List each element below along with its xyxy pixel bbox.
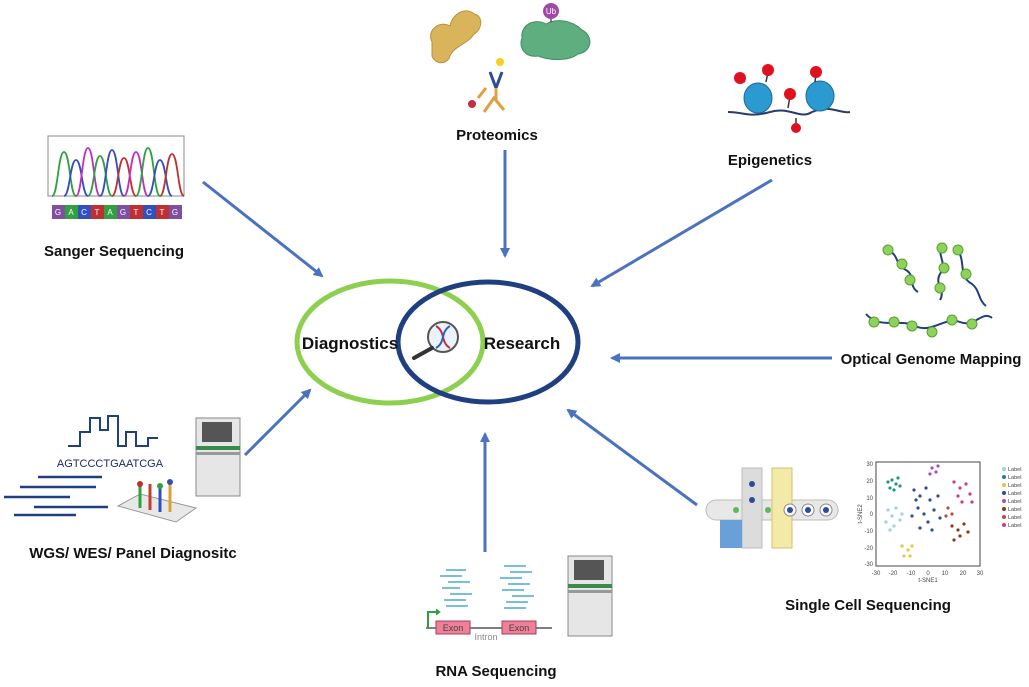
research-circle: [395, 279, 581, 405]
coverage-trace-icon: [68, 415, 158, 447]
diagnostics-circle: [294, 278, 486, 406]
nucleosome-icon: [727, 64, 851, 133]
x-tick-5: 20: [960, 571, 967, 577]
y-tick-2: 10: [866, 496, 873, 502]
venn-diagram: Diagnostics Research: [294, 278, 581, 406]
legend-1: Label: [1008, 475, 1021, 481]
arrow-epigenetics: [590, 178, 773, 288]
x-tick-0: -30: [872, 571, 881, 577]
antibody-icon: [468, 58, 506, 113]
legend-4: Label: [1008, 499, 1021, 505]
base-1: A: [68, 208, 74, 217]
ub-text: Ub: [546, 7, 557, 16]
tsne-y-ticks: 30 20 10 0 -10 -20 -30: [864, 462, 873, 568]
base-2: C: [81, 208, 87, 217]
y-tick-4: -10: [864, 529, 873, 535]
tsne-legend: Label Label Label Label Label Label Labe…: [1002, 467, 1021, 529]
exon-2-text: Exon: [509, 623, 530, 633]
dna-strands-icon: [865, 243, 993, 329]
exon-1: [435, 620, 471, 635]
base-9: G: [172, 208, 178, 217]
arrow-scs: [566, 408, 698, 507]
scs-label: Single Cell Sequencing: [785, 597, 951, 614]
tsne-x-ticks: -30 -20 -10 0 10 20 30: [872, 571, 984, 577]
intron-text: Intron: [474, 632, 497, 642]
legend-2: Label: [1008, 483, 1021, 489]
wgs-group: AGTCCCTGAATCGA WGS/ WES/ Panel Diagnosit…: [4, 415, 241, 562]
legend-5: Label: [1008, 507, 1021, 513]
tsne-frame: [875, 461, 981, 567]
legend-6: Label: [1008, 515, 1021, 521]
rna-label: RNA Sequencing: [435, 663, 556, 680]
y-tick-5: -20: [864, 546, 873, 552]
diagnostics-label: Diagnostics: [302, 334, 398, 353]
base-6: T: [134, 208, 139, 217]
rna-sequencer-icon: [567, 555, 613, 637]
microfluidic-icon: [705, 467, 839, 549]
tsne-plot: -30 -20 -10 0 10 20 30 30 20 10 0 -10 -2…: [858, 461, 1021, 584]
x-tick-6: 30: [977, 571, 984, 577]
base-0: G: [55, 208, 61, 217]
sequencer-machine-icon: [195, 417, 241, 497]
arrows: [202, 150, 832, 552]
y-tick-1: 20: [866, 479, 873, 485]
ogm-group: Optical Genome Mapping: [841, 242, 1022, 368]
epigenetics-group: Epigenetics: [727, 64, 851, 169]
proteomics-label: Proteomics: [456, 127, 538, 144]
tsne-clusters: [884, 464, 974, 558]
base-4: A: [107, 208, 113, 217]
arrow-sanger: [202, 180, 324, 278]
epigenetics-label: Epigenetics: [728, 152, 812, 169]
x-tick-4: 10: [942, 571, 949, 577]
scs-group: -30 -20 -10 0 10 20 30 30 20 10 0 -10 -2…: [705, 461, 1021, 614]
protein-icon: [430, 10, 482, 64]
y-tick-0: 30: [866, 462, 873, 468]
base-8: T: [160, 208, 165, 217]
reads-lines-icon: [4, 475, 108, 517]
base-7: C: [146, 208, 152, 217]
exon-1-text: Exon: [443, 623, 464, 633]
research-label: Research: [484, 334, 561, 353]
chromatogram-icon: [51, 147, 185, 197]
sequence-blocks: G A C T A G T C T G: [52, 205, 182, 219]
tss-arrow-icon: [427, 611, 438, 628]
proteomics-group: Ub Proteomics: [430, 3, 591, 144]
sanger-label: Sanger Sequencing: [44, 243, 184, 260]
x-axis-label: t-SNE1: [918, 578, 938, 584]
base-5: G: [120, 208, 126, 217]
sanger-group: G A C T A G T C T G Sanger Sequencing: [44, 135, 185, 260]
y-tick-6: -30: [864, 562, 873, 568]
base-3: T: [95, 208, 100, 217]
y-axis-label: t-SNE2: [858, 504, 864, 524]
ubiquitinated-protein-icon: Ub: [520, 3, 591, 60]
rna-reads-icon: [440, 565, 534, 609]
x-tick-3: 0: [926, 571, 930, 577]
ogm-label: Optical Genome Mapping: [841, 351, 1022, 368]
legend-3: Label: [1008, 491, 1021, 497]
wgs-label: WGS/ WES/ Panel Diagnositc: [29, 545, 237, 562]
label-dots: [868, 242, 978, 338]
x-tick-1: -20: [889, 571, 898, 577]
legend-0: Label: [1008, 467, 1021, 473]
x-tick-2: -10: [907, 571, 916, 577]
wgs-sequence: AGTCCCTGAATCGA: [57, 458, 164, 470]
exon-2: [501, 620, 537, 635]
magnifier-dna-icon: [412, 321, 459, 360]
rna-group: Exon Intron Exon RNA Sequencing: [426, 555, 613, 680]
arrow-wgs: [243, 388, 312, 457]
flowcell-icon: [116, 479, 198, 523]
y-tick-3: 0: [870, 512, 874, 518]
legend-7: Label: [1008, 523, 1021, 529]
